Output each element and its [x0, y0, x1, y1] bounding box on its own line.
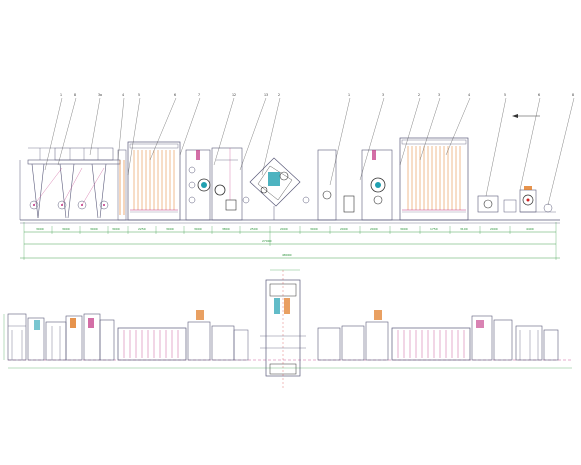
unwind-platform [19, 147, 121, 220]
dimension-label: 3000 [36, 227, 44, 231]
dimension-label: 2000 [370, 227, 378, 231]
dimension-label: 3000 [310, 227, 318, 231]
callout: 1 [348, 93, 350, 97]
plan-dimensions [3, 269, 572, 369]
dimension-label: 1750 [430, 227, 438, 231]
dimension-label: 2000 [280, 227, 288, 231]
dimension-label: 3000 [62, 227, 70, 231]
plan-turret [260, 270, 306, 390]
plan-accumulator-2 [391, 327, 471, 361]
callout: 8 [572, 93, 574, 97]
plan-rewind [471, 315, 559, 361]
callout: 13 [264, 93, 268, 97]
plan-view [3, 269, 572, 390]
plan-stands-2 [317, 310, 389, 361]
dimension-label: 3000 [112, 227, 120, 231]
callout: 2 [418, 93, 420, 97]
callout: 4 [468, 93, 470, 97]
dimension-label: 3100 [460, 227, 468, 231]
dimension-label: 3000 [194, 227, 202, 231]
callout: 2 [278, 93, 280, 97]
plan-stands-1 [187, 310, 249, 361]
callout: 8 [74, 93, 76, 97]
dimension-label: 3000 [90, 227, 98, 231]
callout: 1 [60, 93, 62, 97]
dimension-label: 2000 [340, 227, 348, 231]
callout-labels: 1 8 3a 4 5 6 7 12 13 2 1 3 2 3 4 5 6 8 [60, 93, 574, 97]
callout: 12 [232, 93, 236, 97]
rotating-turret [242, 157, 310, 220]
callout: 6 [538, 93, 540, 97]
dimension-label: 2000 [490, 227, 498, 231]
callout: 3a [98, 93, 102, 97]
callout: 5 [138, 93, 140, 97]
callout: 5 [504, 93, 506, 97]
callout-leaders [44, 97, 575, 206]
plan-unwind-units [7, 313, 115, 361]
plan-accumulator-1 [117, 327, 187, 361]
elevation-view: 1 8 3a 4 5 6 7 12 13 2 1 3 2 3 4 5 6 8 [19, 93, 575, 260]
dimension-label: 3000 [400, 227, 408, 231]
dimension-label: 27000 [262, 239, 272, 243]
gear-stand-1 [211, 147, 243, 221]
guide-stand-2 [317, 149, 355, 221]
callout: 3 [382, 93, 384, 97]
dimension-label: 3000 [166, 227, 174, 231]
callout: 4 [122, 93, 124, 97]
left-tower [117, 149, 127, 221]
callout: 6 [174, 93, 176, 97]
dimension-label: 3800 [222, 227, 230, 231]
forming-stand-2 [361, 149, 393, 221]
dimension-label: 2500 [250, 227, 258, 231]
arrow-left-icon [512, 114, 540, 118]
callout: 3 [438, 93, 440, 97]
callout: 7 [198, 93, 200, 97]
rewind-section [477, 186, 556, 213]
accumulator-1 [127, 141, 181, 221]
accumulator-2 [399, 137, 469, 221]
forming-stand-1 [185, 149, 211, 221]
dimension-label: 4400 [526, 227, 534, 231]
dimension-label: 2250 [138, 227, 146, 231]
dimension-chain: 3000 3000 3000 3000 2250 3000 3000 3800 … [20, 222, 560, 260]
dimension-label: 48000 [282, 253, 292, 257]
